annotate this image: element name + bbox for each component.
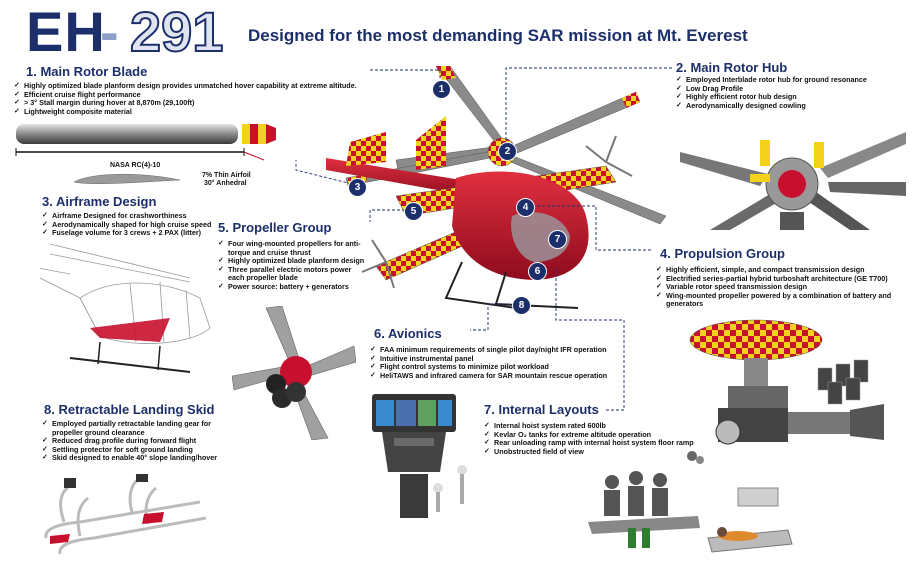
landing-skid-illustration [44, 474, 207, 555]
brand-prefix: EH [26, 0, 106, 63]
list-item: Efficient cruise flight performance [14, 90, 374, 100]
page-subtitle: Designed for the most demanding SAR miss… [248, 26, 748, 45]
list-item: Highly efficient rotor hub design [676, 93, 908, 102]
section-8-bullets: Employed partially retractable landing g… [42, 419, 232, 463]
airfoil-note-thin: 7% Thin Airfoil [202, 172, 251, 179]
section-1-title: 1. Main Rotor Blade [26, 64, 148, 79]
list-item: HeliTAWS and infrared camera for SAR mou… [370, 371, 660, 381]
brand-dash: - [100, 0, 119, 63]
section-6-bullets: FAA minimum requirements of single pilot… [370, 345, 660, 381]
list-item: Fuselage volume for 3 crews + 2 PAX (lit… [42, 229, 232, 238]
list-item: Rear unloading ramp with internal hoist … [484, 439, 694, 448]
internal-layout-illustration [588, 471, 793, 553]
section-1-bullets: Highly optimized blade planform design p… [14, 81, 374, 117]
list-item: Skid designed to enable 40° slope landin… [42, 454, 232, 463]
list-item: Employed partially retractable landing g… [42, 419, 232, 437]
list-item: Aerodynamically shaped for high cruise s… [42, 220, 232, 230]
list-item: Variable rotor speed transmission design [656, 283, 902, 292]
airfoil-profile-icon [73, 173, 181, 184]
callout-badge: 2 [498, 142, 517, 161]
eh291-helicopter-illustration [326, 66, 667, 311]
list-item: Aerodynamically designed cowling [676, 101, 908, 111]
list-item: Electrified series-partial hybrid turbos… [656, 274, 902, 284]
list-item: Unobstructed field of view [484, 447, 694, 457]
section-3-title: 3. Airframe Design [42, 194, 157, 209]
propeller-illustration [232, 306, 356, 440]
callout-badge: 6 [528, 262, 547, 281]
section-4-title: 4. Propulsion Group [660, 246, 785, 261]
airframe-wireframe-illustration [40, 243, 211, 373]
list-item: Low Drag Profile [676, 84, 908, 94]
section-5-bullets: Four wing-mounted propellers for anti-to… [218, 239, 366, 292]
list-item: Flight control systems to minimize pilot… [370, 363, 660, 372]
hoist-icon [687, 451, 704, 464]
rotor-hub-illustration [680, 132, 906, 230]
list-item: Kevlar O₂ tanks for extreme altitude ope… [484, 430, 694, 440]
list-item: FAA minimum requirements of single pilot… [370, 345, 660, 355]
section-8-title: 8. Retractable Landing Skid [44, 402, 215, 417]
section-2-bullets: Employed Interblade rotor hub for ground… [676, 75, 908, 111]
section-3-bullets: Airframe Designed for crashworthiness Ae… [42, 211, 232, 238]
callout-badge: 3 [348, 178, 367, 197]
section-6-title: 6. Avionics [374, 326, 442, 341]
list-item: > 3° Stall margin during hover at 8,870m… [14, 99, 374, 108]
list-item: Airframe Designed for crashworthiness [42, 211, 232, 221]
brand-number: 291 [129, 0, 224, 63]
list-item: Four wing-mounted propellers for anti-to… [218, 239, 366, 257]
callout-badge: 5 [404, 202, 423, 221]
list-item: Three parallel electric motors power eac… [218, 265, 366, 283]
list-item: Settling protector for soft ground landi… [42, 445, 232, 455]
list-item: Lightweight composite material [14, 107, 374, 117]
avionics-panel-illustration [372, 394, 467, 518]
list-item: Highly optimized blade planform design [218, 257, 366, 266]
callout-badge: 8 [512, 296, 531, 315]
section-5-title: 5. Propeller Group [218, 220, 332, 235]
list-item: Highly optimized blade planform design p… [14, 81, 374, 91]
callout-badge: 4 [516, 198, 535, 217]
section-4-bullets: Highly efficient, simple, and compact tr… [656, 265, 902, 309]
section-2-title: 2. Main Rotor Hub [676, 60, 788, 75]
section-7-title: 7. Internal Layouts [484, 402, 599, 417]
list-item: Employed Interblade rotor hub for ground… [676, 75, 908, 85]
airfoil-label: NASA RC(4)-10 [110, 162, 161, 169]
airfoil-note-anhedral: 30° Anhedral [204, 180, 247, 187]
callout-badge: 7 [548, 230, 567, 249]
list-item: Highly efficient, simple, and compact tr… [656, 265, 902, 275]
section-7-bullets: Internal hoist system rated 600lb Kevlar… [484, 421, 694, 457]
list-item: Internal hoist system rated 600lb [484, 421, 694, 431]
callout-badge: 1 [432, 80, 451, 99]
list-item: Reduced drag profile during forward flig… [42, 437, 232, 446]
rotor-blade-illustration [15, 124, 276, 161]
list-item: Power source: battery + generators [218, 282, 366, 292]
list-item: Intuitive instrumental panel [370, 354, 660, 364]
list-item: Wing-mounted propeller powered by a comb… [656, 291, 902, 309]
propulsion-illustration [689, 319, 884, 445]
